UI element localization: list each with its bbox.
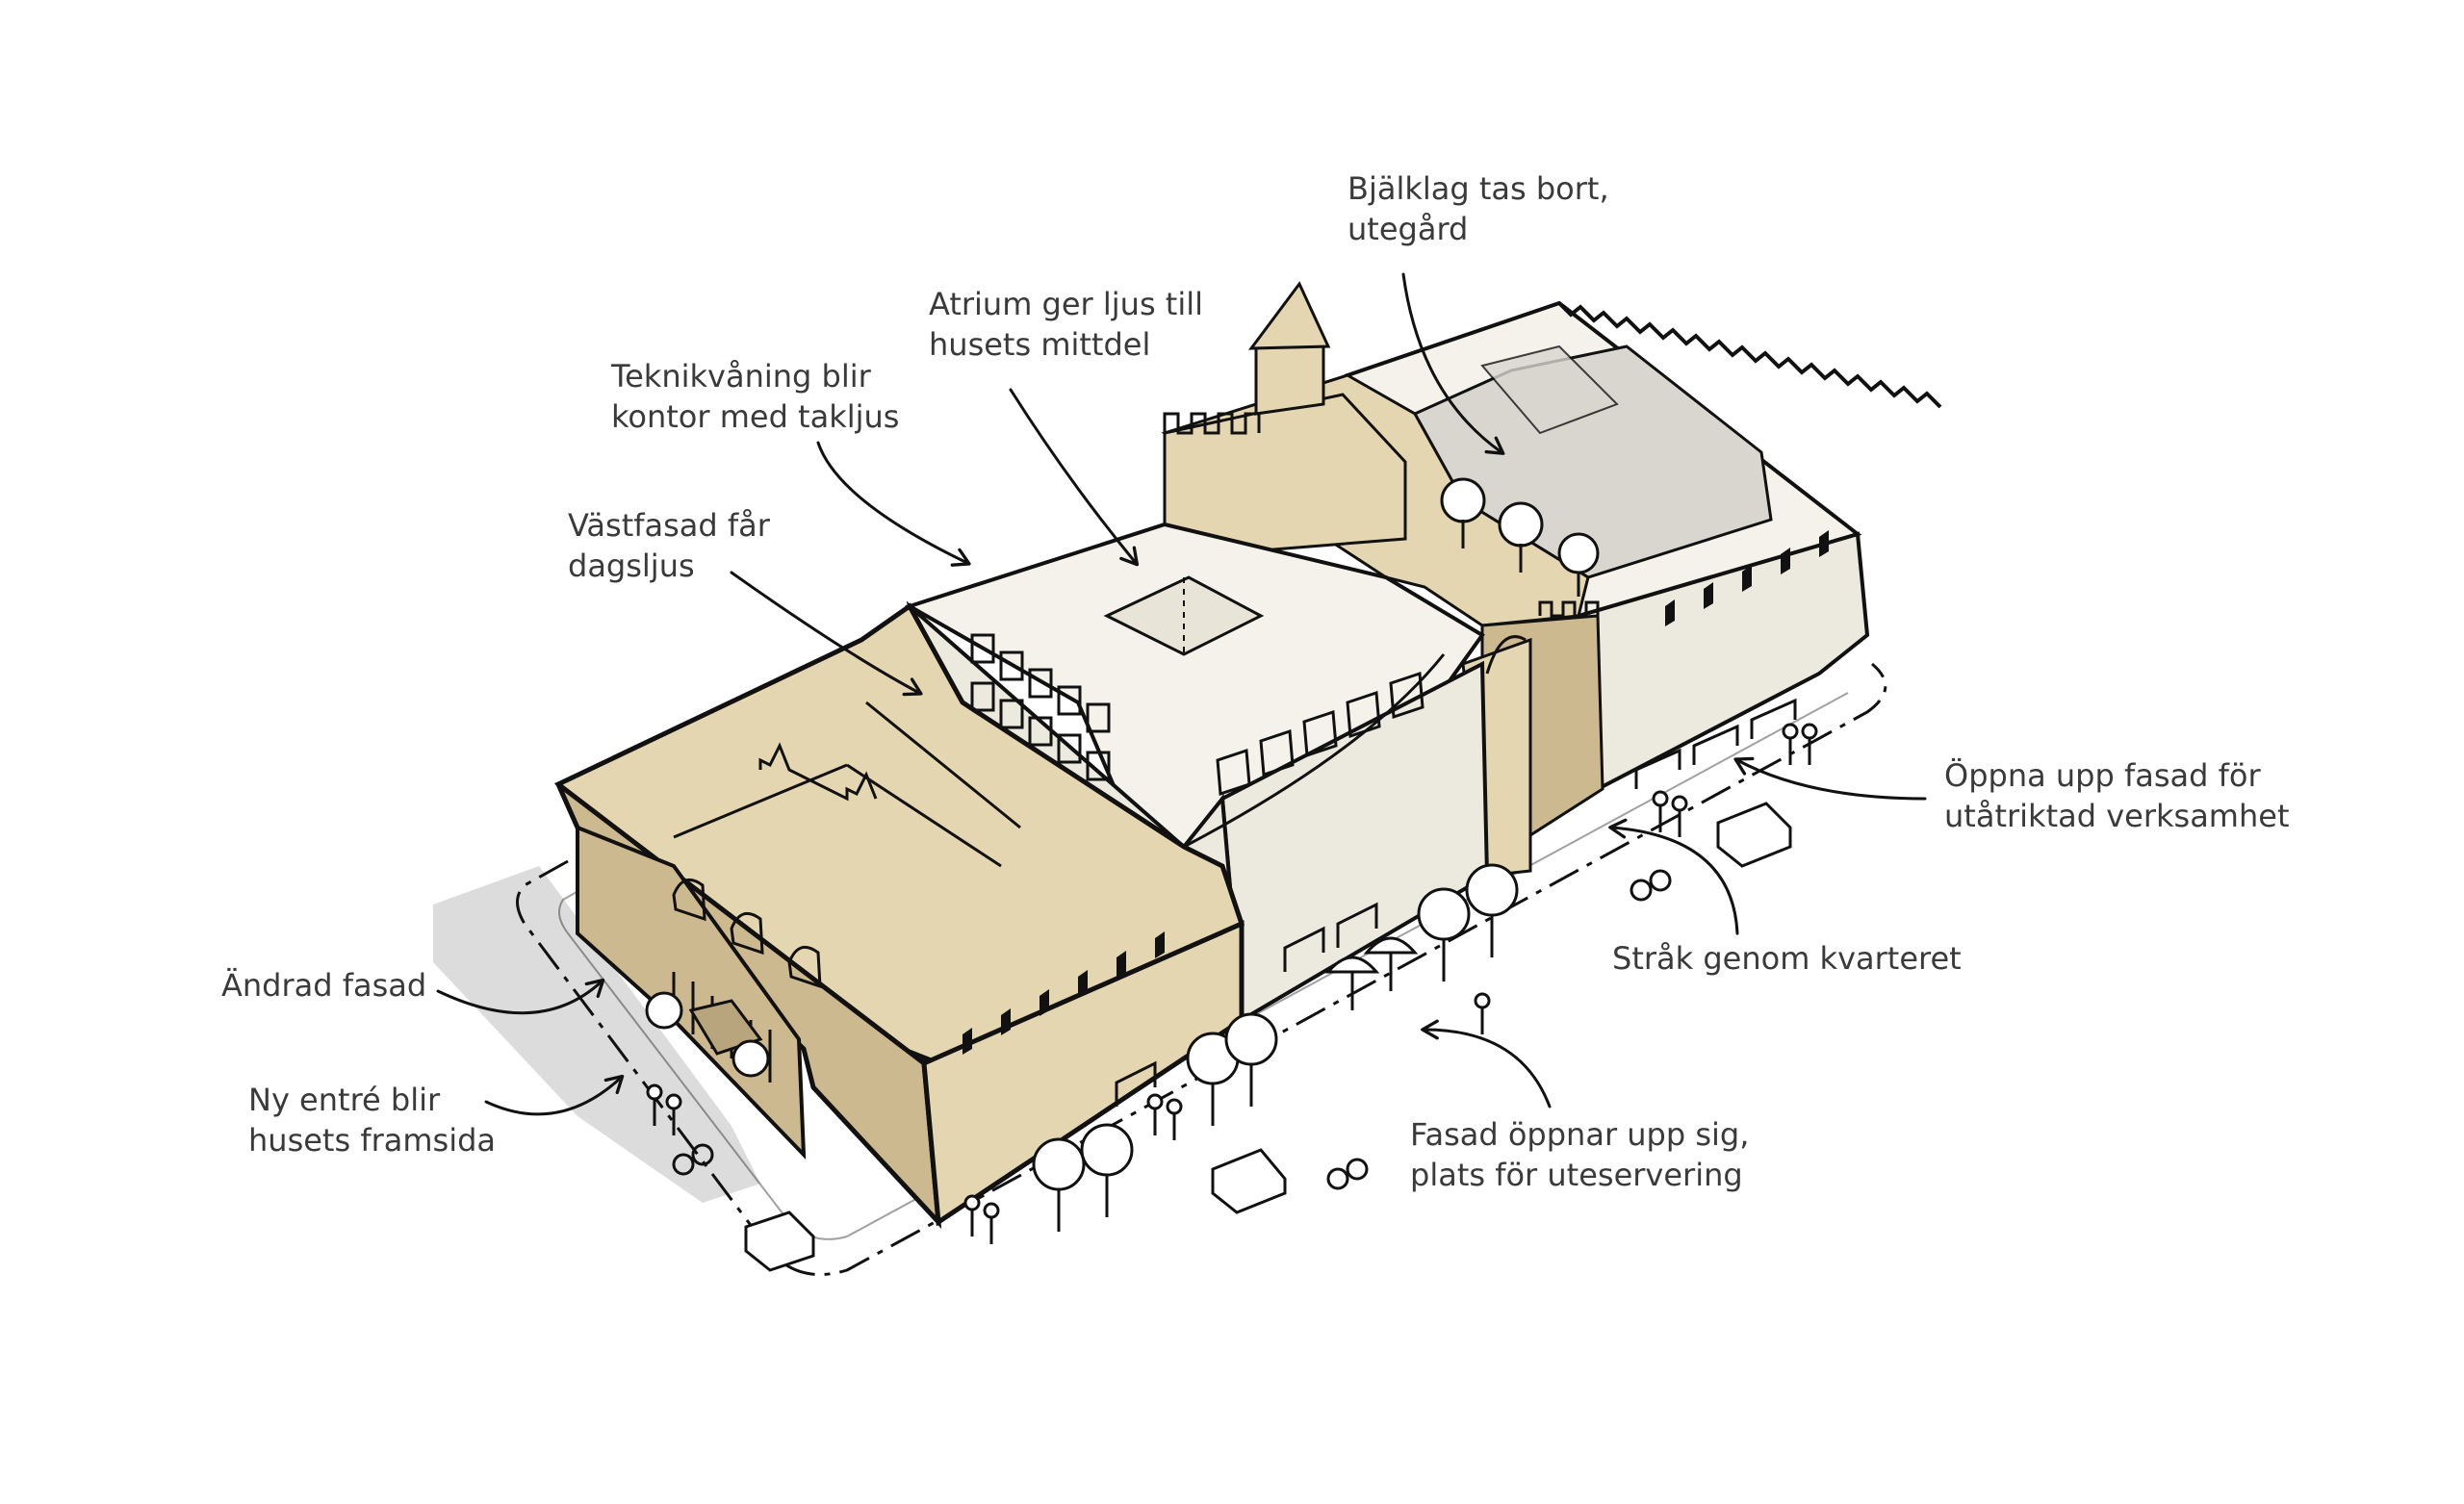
label-vastfasad-line2: dagsljus: [568, 548, 695, 584]
label-andrad-fasad: Ändrad fasad: [221, 965, 426, 1006]
east-wing-parapet: [1557, 301, 1942, 409]
pedestrian-icon: [646, 723, 1818, 1244]
label-teknikvaning-line1: Teknikvåning blir: [611, 358, 871, 395]
label-bjalklag-line1: Bjälklag tas bort,: [1348, 170, 1609, 207]
new-entrance-canopy: [688, 999, 763, 1056]
south-facade-windows: [1216, 671, 1424, 797]
label-strak: Stråk genom kvarteret: [1612, 938, 1962, 979]
courtyard-inner-wall: [1480, 344, 1619, 435]
west-facade-windows: [970, 633, 1111, 781]
umbrella-icon: [1324, 936, 1419, 1010]
west-block-door: [1115, 1060, 1157, 1107]
connector-battlement: [1538, 600, 1600, 618]
label-fasad-oppnar: Fasad öppnar upp sig, plats för uteserve…: [1410, 1114, 1749, 1195]
west-block-gable: [758, 742, 878, 802]
label-bjalklag-line2: utegård: [1348, 211, 1469, 247]
label-vastfasad: Västfasad får dagsljus: [568, 505, 770, 586]
label-fasad-oppnar-line2: plats för uteservering: [1410, 1157, 1743, 1193]
tower-spire: [1247, 281, 1331, 350]
label-teknikvaning-line2: kontor med takljus: [611, 398, 900, 435]
label-oppna-fasad-line2: utåtriktad verksamhet: [1944, 798, 2290, 834]
label-ny-entre-line1: Ny entré blir: [248, 1082, 441, 1118]
label-bjalklag: Bjälklag tas bort, utegård: [1348, 168, 1609, 249]
ground-floor-openings: [1283, 698, 1797, 972]
label-oppna-fasad: Öppna upp fasad för utåtriktad verksamhe…: [1944, 755, 2289, 836]
cyclist-icon: [672, 869, 1672, 1190]
label-oppna-fasad-line1: Öppna upp fasad för: [1944, 757, 2261, 794]
west-block-roof-ridge: [673, 701, 1021, 868]
tree-icon: [645, 477, 1600, 1232]
label-atrium-line2: husets mittdel: [929, 326, 1151, 363]
tower-spire-base: [1254, 344, 1325, 416]
label-strak-line1: Stråk genom kvarteret: [1612, 940, 1962, 977]
car-icon: [744, 802, 1792, 1272]
arrow-icon: [436, 272, 1927, 1116]
label-vastfasad-line1: Västfasad får: [568, 507, 770, 544]
label-ny-entre-line2: husets framsida: [248, 1122, 496, 1159]
street-curb: [516, 662, 1887, 1276]
label-atrium-line1: Atrium ger ljus till: [929, 286, 1203, 322]
label-andrad-fasad-line1: Ändrad fasad: [221, 967, 427, 1004]
label-teknikvaning: Teknikvåning blir kontor med takljus: [611, 356, 899, 437]
label-fasad-oppnar-line1: Fasad öppnar upp sig,: [1410, 1116, 1750, 1153]
label-atrium: Atrium ger ljus till husets mittdel: [929, 284, 1203, 365]
tower-battlement: [1163, 412, 1261, 435]
label-ny-entre: Ny entré blir husets framsida: [248, 1080, 496, 1160]
ground-shadow: [433, 866, 760, 1203]
connector-arch: [1485, 635, 1527, 675]
west-block-small-windows: [962, 530, 1829, 1055]
